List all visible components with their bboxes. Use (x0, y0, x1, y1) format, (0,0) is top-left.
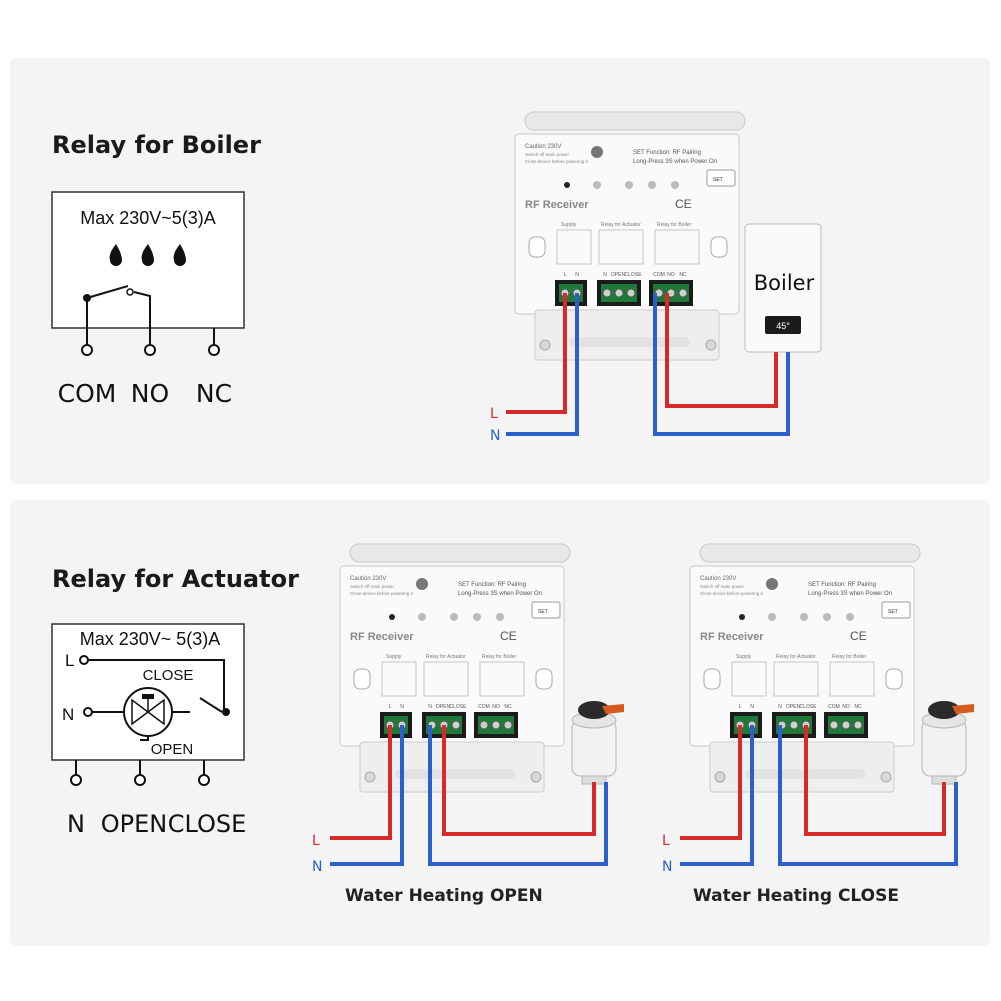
boiler-unit: 45° Boiler (744, 223, 822, 353)
rf-receiver-module-3: Caution 230V Switch off main power Close… (689, 543, 921, 793)
svg-text:Relay for Actuator: Relay for Actuator (776, 654, 816, 660)
svg-text:Close device before powering i: Close device before powering it (350, 591, 414, 596)
line-label-n: N (62, 705, 74, 724)
svg-text:SET: SET (713, 177, 723, 183)
svg-text:L: L (564, 272, 567, 278)
wire-label-n-boiler: N (490, 428, 500, 444)
boiler-section-title: Relay for Boiler (52, 131, 261, 159)
svg-text:Long-Press 3S when Power On: Long-Press 3S when Power On (808, 591, 892, 597)
svg-text:Relay for Boiler: Relay for Boiler (657, 222, 692, 228)
wire-label-l-open: L (312, 833, 320, 849)
svg-text:SET Function: RF Pairing: SET Function: RF Pairing (633, 150, 701, 156)
svg-text:OPEN: OPEN (436, 704, 451, 710)
svg-text:Caution 230V: Caution 230V (700, 576, 736, 582)
svg-text:Switch off main power: Switch off main power (700, 584, 744, 589)
svg-text:CE: CE (850, 629, 867, 643)
caption-water-heating-close: Water Heating CLOSE (693, 886, 899, 906)
svg-text:Relay for Boiler: Relay for Boiler (482, 654, 517, 660)
terminal-label-no: NO (131, 379, 169, 408)
rf-receiver-brand: RF Receiver (525, 199, 589, 211)
actuator-head-2 (921, 700, 975, 785)
svg-text:CE: CE (500, 629, 517, 643)
svg-text:RF Receiver: RF Receiver (350, 631, 414, 643)
svg-text:Long-Press 3S when Power On: Long-Press 3S when Power On (633, 159, 717, 165)
svg-text:Switch off main power: Switch off main power (350, 584, 394, 589)
svg-text:SET Function: RF Pairing: SET Function: RF Pairing (458, 582, 526, 588)
svg-text:Supply: Supply (736, 654, 752, 660)
actuator-section-title: Relay for Actuator (52, 565, 299, 593)
svg-text:NO: NO (667, 272, 675, 278)
svg-text:SET: SET (888, 609, 898, 615)
actuator-relay-spec: Max 230V~ 5(3)A (80, 629, 221, 649)
svg-text:L: L (739, 704, 742, 710)
svg-text:COM: COM (478, 704, 490, 710)
terminal-label-close: CLOSE (168, 810, 247, 838)
svg-text:Supply: Supply (561, 222, 577, 228)
svg-text:Close device before powering i: Close device before powering it (700, 591, 764, 596)
svg-text:N: N (778, 704, 782, 710)
svg-text:NC: NC (854, 704, 862, 710)
close-label: CLOSE (143, 667, 194, 684)
line-label-l: L (65, 651, 74, 670)
open-label: OPEN (151, 741, 194, 758)
svg-text:SET Function: RF Pairing: SET Function: RF Pairing (808, 582, 876, 588)
svg-text:Close device before powering i: Close device before powering it (525, 159, 589, 164)
wire-label-l-close: L (662, 833, 670, 849)
svg-text:N: N (575, 272, 579, 278)
actuator-wiring-open (330, 725, 608, 866)
svg-text:NC: NC (679, 272, 687, 278)
svg-text:COM: COM (653, 272, 665, 278)
boiler-label: Boiler (754, 271, 815, 295)
rf-receiver-module-1: Caution 230V Switch off main power Close… (514, 111, 746, 361)
terminal-label-com: COM (58, 379, 117, 408)
rf-receiver-module-2: Caution 230V Switch off main power Close… (339, 543, 571, 793)
svg-text:L: L (389, 704, 392, 710)
svg-text:CE: CE (675, 197, 692, 211)
boiler-display: 45° (776, 321, 790, 331)
wire-label-l-boiler: L (490, 406, 498, 422)
boiler-wiring (506, 293, 790, 436)
svg-text:RF Receiver: RF Receiver (700, 631, 764, 643)
svg-text:CLOSE: CLOSE (450, 704, 468, 710)
wire-label-n-open: N (312, 859, 322, 875)
actuator-head-1 (571, 700, 625, 785)
svg-text:Caution 230V: Caution 230V (525, 144, 561, 150)
svg-text:Relay for Actuator: Relay for Actuator (426, 654, 466, 660)
svg-text:Relay for Actuator: Relay for Actuator (601, 222, 641, 228)
svg-text:Long-Press 3S when Power On: Long-Press 3S when Power On (458, 591, 542, 597)
actuator-wiring-close (680, 725, 958, 866)
svg-text:Relay for Boiler: Relay for Boiler (832, 654, 867, 660)
svg-text:Switch off main power: Switch off main power (525, 152, 569, 157)
svg-text:N: N (428, 704, 432, 710)
boiler-relay-spec: Max 230V~5(3)A (80, 208, 216, 228)
droplet-icon (109, 244, 186, 266)
relay-switch-symbol (86, 285, 215, 346)
wire-label-n-close: N (662, 859, 672, 875)
svg-text:NC: NC (504, 704, 512, 710)
svg-text:N: N (400, 704, 404, 710)
svg-text:CLOSE: CLOSE (800, 704, 818, 710)
valve-icon (123, 687, 173, 737)
terminal-label-n: N (67, 810, 85, 838)
svg-text:Caution 230V: Caution 230V (350, 576, 386, 582)
svg-text:COM: COM (828, 704, 840, 710)
svg-text:CLOSE: CLOSE (625, 272, 643, 278)
caption-water-heating-open: Water Heating OPEN (345, 886, 543, 906)
svg-text:N: N (603, 272, 607, 278)
svg-text:N: N (750, 704, 754, 710)
svg-text:SET: SET (538, 609, 548, 615)
terminal-label-open: OPEN (101, 810, 167, 838)
terminal-label-nc: NC (196, 379, 232, 408)
svg-text:OPEN: OPEN (786, 704, 801, 710)
svg-text:Supply: Supply (386, 654, 402, 660)
svg-text:OPEN: OPEN (611, 272, 626, 278)
svg-text:NO: NO (842, 704, 850, 710)
svg-text:NO: NO (492, 704, 500, 710)
